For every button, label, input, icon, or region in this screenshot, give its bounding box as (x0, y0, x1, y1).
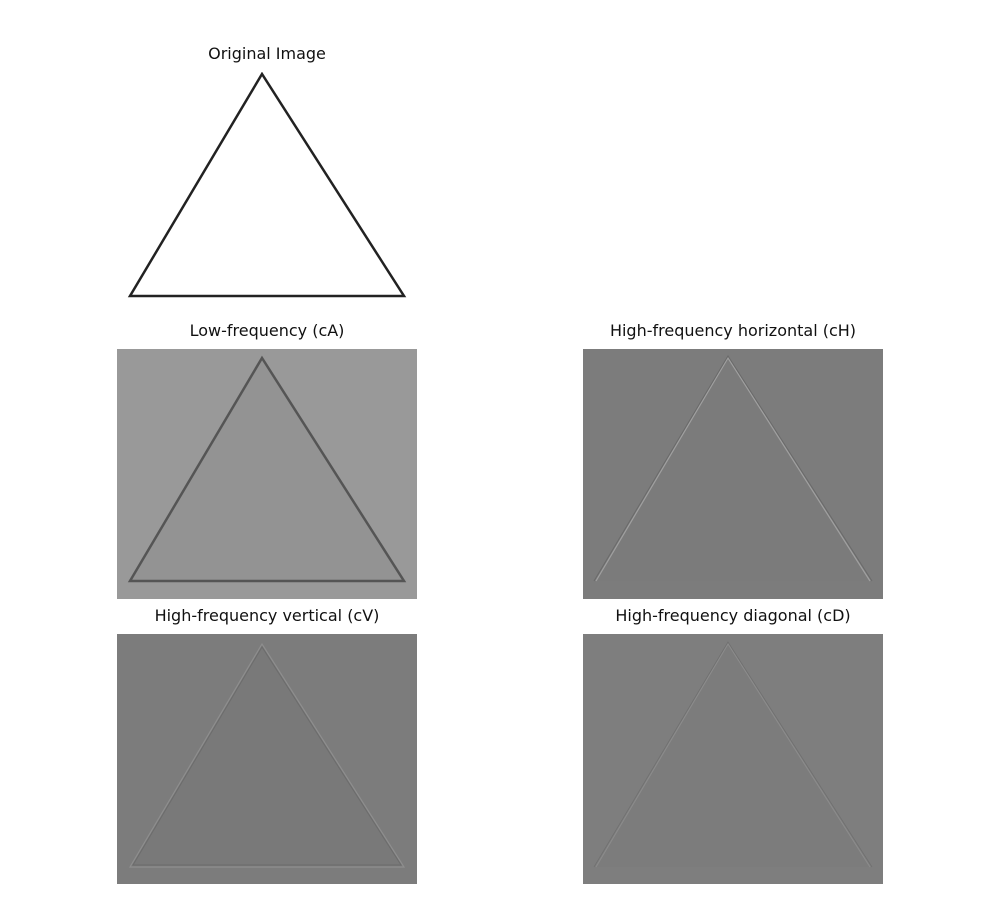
triangle-outline-dark (132, 646, 402, 866)
triangle-edges-light (595, 356, 871, 582)
coefficient-image-ch (583, 349, 883, 599)
triangle-fill (596, 358, 870, 581)
triangle-edges-light (595, 643, 871, 868)
panel-title-ch: High-frequency horizontal (cH) (609, 321, 857, 340)
panel-original: Original Image (117, 44, 417, 322)
triangle-outline (127, 355, 407, 583)
triangle-edges-dark (593, 355, 873, 582)
panel-title-cv: High-frequency vertical (cV) (154, 606, 380, 625)
panel-title-cd: High-frequency diagonal (cD) (615, 606, 851, 625)
triangle-outline (127, 72, 407, 298)
panel-cv: High-frequency vertical (cV) (117, 606, 417, 884)
panel-title-ca: Low-frequency (cA) (189, 321, 345, 340)
triangle-fill (596, 644, 870, 867)
triangle-outline-light (128, 642, 406, 868)
panel-cd: High-frequency diagonal (cD) (583, 606, 883, 884)
coefficient-image-ca (117, 349, 417, 599)
triangle-image-original (127, 72, 407, 298)
panel-title-original: Original Image (208, 44, 326, 63)
triangle-fill (130, 644, 404, 867)
panel-ca: Low-frequency (cA) (117, 321, 417, 599)
triangle-edges-dark (593, 641, 873, 868)
coefficient-image-cd (583, 634, 883, 884)
panel-ch: High-frequency horizontal (cH) (583, 321, 883, 599)
coefficient-image-cv (117, 634, 417, 884)
